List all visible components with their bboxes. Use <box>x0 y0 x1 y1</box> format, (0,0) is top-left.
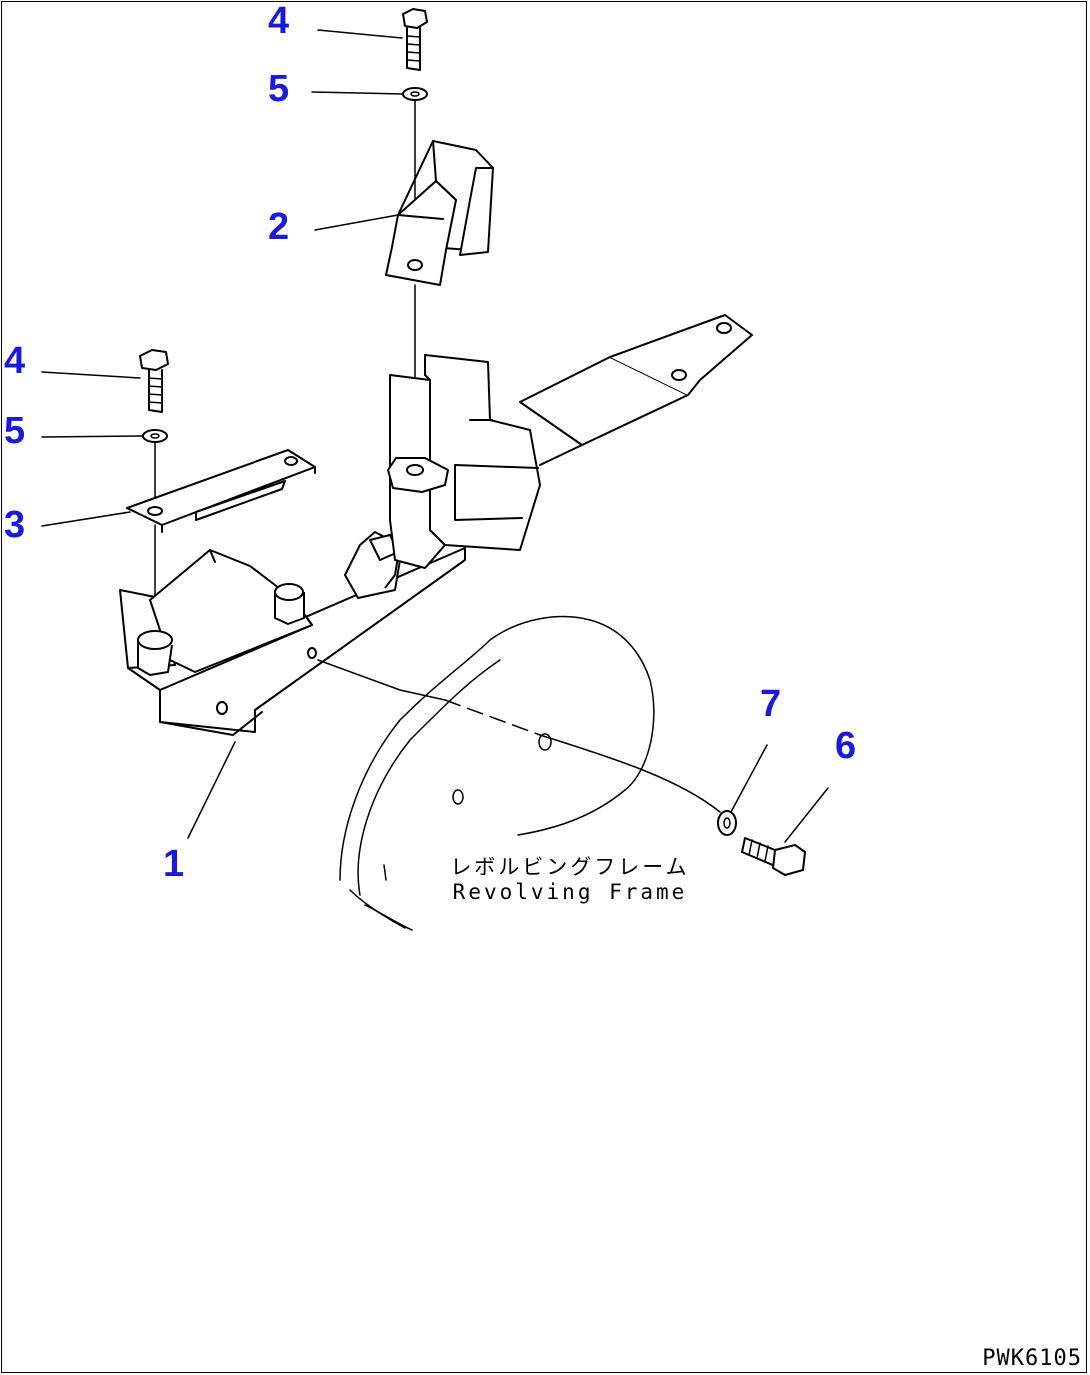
callout-7: 7 <box>760 683 782 725</box>
callout-5-top: 5 <box>268 68 290 110</box>
callout-4-top: 4 <box>268 0 290 42</box>
clamp-part-2 <box>385 140 494 286</box>
callout-2: 2 <box>268 206 290 248</box>
bolt-left <box>139 349 169 413</box>
washer-left <box>142 429 168 443</box>
callout-3: 3 <box>4 504 26 546</box>
revolving-frame-outline <box>339 615 655 931</box>
leader-lines <box>41 29 829 843</box>
callout-6: 6 <box>835 725 857 767</box>
bolt-6 <box>741 837 806 876</box>
bolt-top <box>402 8 428 71</box>
washer-top <box>402 87 428 101</box>
callout-4-left: 4 <box>4 340 26 382</box>
revolving-frame-label-en: Revolving Frame <box>452 880 688 905</box>
callout-5-left: 5 <box>4 410 26 452</box>
washer-7 <box>717 810 737 836</box>
drawing-code: PWK6105 <box>982 1346 1082 1371</box>
revolving-frame-label: レボルビングフレーム Revolving Frame <box>440 855 700 905</box>
callout-1: 1 <box>163 843 185 885</box>
revolving-frame-label-ja: レボルビングフレーム <box>450 855 690 879</box>
bracket-part-1 <box>119 314 753 736</box>
plate-part-3 <box>126 449 316 533</box>
